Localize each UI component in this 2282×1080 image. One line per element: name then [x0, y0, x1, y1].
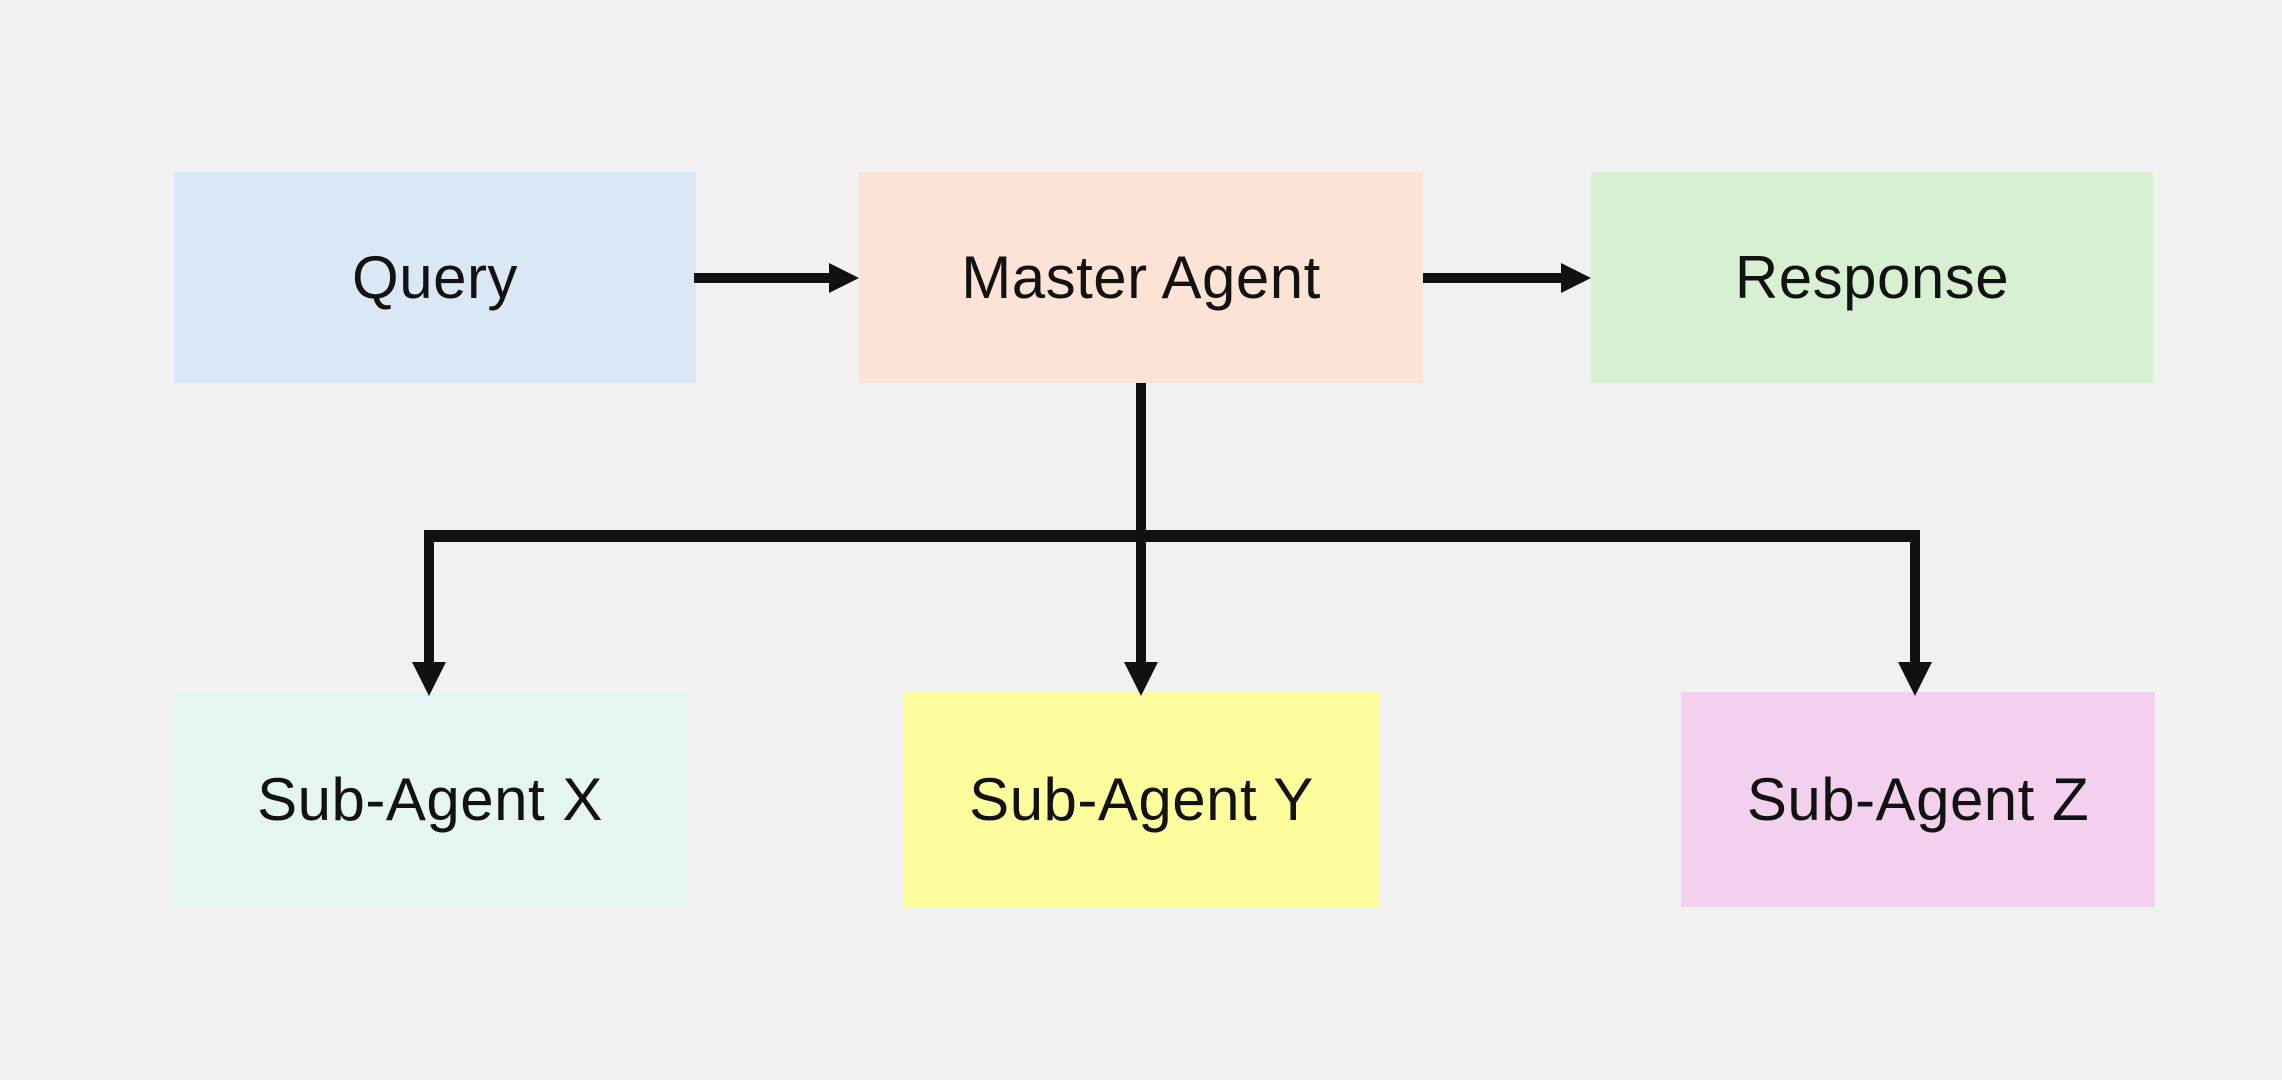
arrow-query-to-master-shaft	[694, 273, 830, 283]
node-sub-agent-x-label: Sub-Agent X	[257, 766, 603, 833]
arrow-master-to-sub-y-head-icon	[1124, 662, 1158, 696]
arrow-master-trunk-shaft	[1136, 383, 1146, 663]
arrow-master-to-response-shaft	[1423, 273, 1562, 283]
node-master-agent: Master Agent	[859, 172, 1423, 383]
node-query-label: Query	[352, 244, 518, 311]
node-sub-agent-y-label: Sub-Agent Y	[969, 766, 1314, 833]
arrow-master-to-sub-z-shaft	[1910, 530, 1920, 663]
arrow-master-to-sub-x-head-icon	[412, 662, 446, 696]
node-query: Query	[174, 172, 696, 383]
arrow-master-to-response-head-icon	[1561, 263, 1591, 293]
node-response-label: Response	[1734, 244, 2010, 311]
arrow-master-to-sub-z-head-icon	[1898, 662, 1932, 696]
branch-connector-bar	[424, 530, 1920, 542]
arrow-master-to-sub-x-shaft	[424, 530, 434, 663]
node-sub-agent-y: Sub-Agent Y	[903, 692, 1380, 907]
node-master-agent-label: Master Agent	[961, 244, 1321, 311]
node-response: Response	[1591, 172, 2153, 383]
node-sub-agent-x: Sub-Agent X	[171, 692, 689, 907]
node-sub-agent-z-label: Sub-Agent Z	[1746, 766, 2090, 833]
arrow-query-to-master-head-icon	[829, 263, 859, 293]
node-sub-agent-z: Sub-Agent Z	[1681, 692, 2155, 907]
